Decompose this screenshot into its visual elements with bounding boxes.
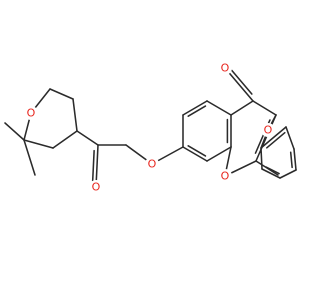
single-bond-line-6	[72, 98, 78, 132]
double-bond-line-33	[260, 126, 287, 149]
double-bond-line-9	[91, 149, 95, 182]
svg-text:O: O	[92, 181, 101, 194]
double-bond-line-20	[224, 67, 254, 102]
double-bond-line-18	[187, 145, 207, 157]
single-bond-line-19	[230, 100, 254, 116]
single-bond-line-28	[285, 126, 295, 150]
single-bond-line-30	[279, 169, 297, 179]
double-bond-line-20	[230, 69, 253, 95]
atom-label-layer: O O O O O O	[24, 61, 275, 194]
ketone-oxygen-atom: O	[89, 180, 103, 194]
single-bond-line-15	[206, 100, 232, 116]
double-bond-line-9	[95, 144, 99, 188]
svg-text:O: O	[221, 170, 230, 183]
molecule-structure-diagram: O O O O O O	[4, 61, 297, 194]
single-bond-line-32	[260, 147, 263, 170]
double-bond-line-29	[289, 151, 293, 169]
single-bond-line-3	[23, 139, 36, 176]
svg-text:O: O	[148, 158, 157, 171]
double-bond-line-14	[182, 100, 208, 116]
double-bond-line-14	[187, 105, 207, 117]
phenoxy-oxygen-atom: O	[261, 123, 275, 137]
single-bond-line-21	[252, 100, 277, 116]
svg-text:O: O	[27, 107, 36, 120]
single-bond-line-5	[52, 130, 78, 149]
double-bond-line-31	[265, 166, 280, 175]
single-bond-line-2	[4, 122, 25, 141]
double-bond-line-29	[293, 148, 297, 171]
chromone-carbonyl-oxygen-atom: O	[218, 61, 232, 75]
double-bond-line-33	[266, 131, 286, 149]
oxane-ring-oxygen-atom: O	[24, 106, 38, 120]
single-bond-line-8	[76, 130, 99, 146]
single-bond-line-7	[49, 88, 74, 100]
svg-text:O: O	[264, 124, 273, 137]
single-bond-line-4	[23, 139, 54, 149]
double-bond-line-18	[182, 146, 208, 162]
svg-text:O: O	[221, 62, 230, 75]
double-bond-line-31	[261, 168, 281, 179]
chromone-ring-oxygen-atom: O	[218, 169, 232, 183]
bond-layer	[4, 67, 297, 188]
single-bond-line-17	[206, 146, 232, 162]
aryl-ether-oxygen-atom: O	[145, 157, 159, 171]
